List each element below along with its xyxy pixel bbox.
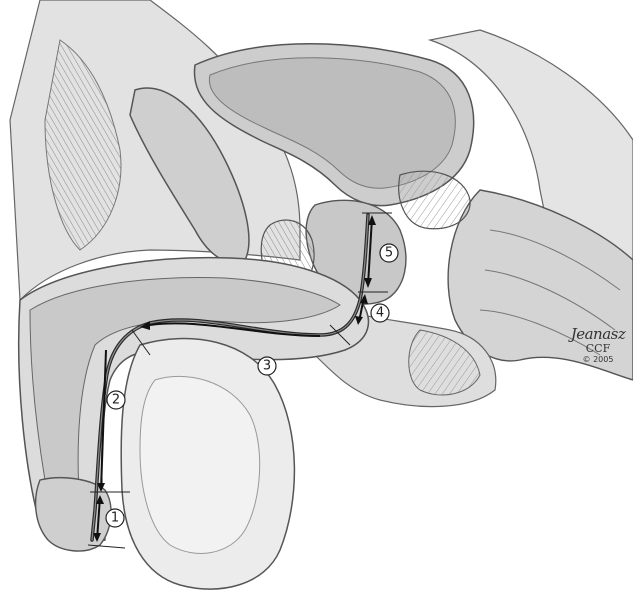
credit-organization: CCF bbox=[566, 342, 630, 355]
label-1-text: 1 bbox=[111, 511, 119, 526]
artist-signature: Jeanasz bbox=[566, 326, 630, 342]
label-3: 3 bbox=[258, 357, 276, 375]
label-5-text: 5 bbox=[385, 246, 393, 261]
credit-copyright: © 2005 bbox=[566, 355, 630, 365]
seminal-vesicle bbox=[399, 171, 470, 229]
label-2-text: 2 bbox=[112, 393, 120, 408]
label-1: 1 bbox=[106, 509, 124, 527]
label-3-text: 3 bbox=[263, 359, 271, 374]
testis-shading bbox=[140, 376, 260, 553]
label-5: 5 bbox=[380, 244, 398, 262]
artist-credit: Jeanasz CCF © 2005 bbox=[566, 326, 630, 365]
label-4: 4 bbox=[371, 304, 389, 322]
label-2: 2 bbox=[107, 391, 125, 409]
label-4-text: 4 bbox=[376, 306, 384, 321]
